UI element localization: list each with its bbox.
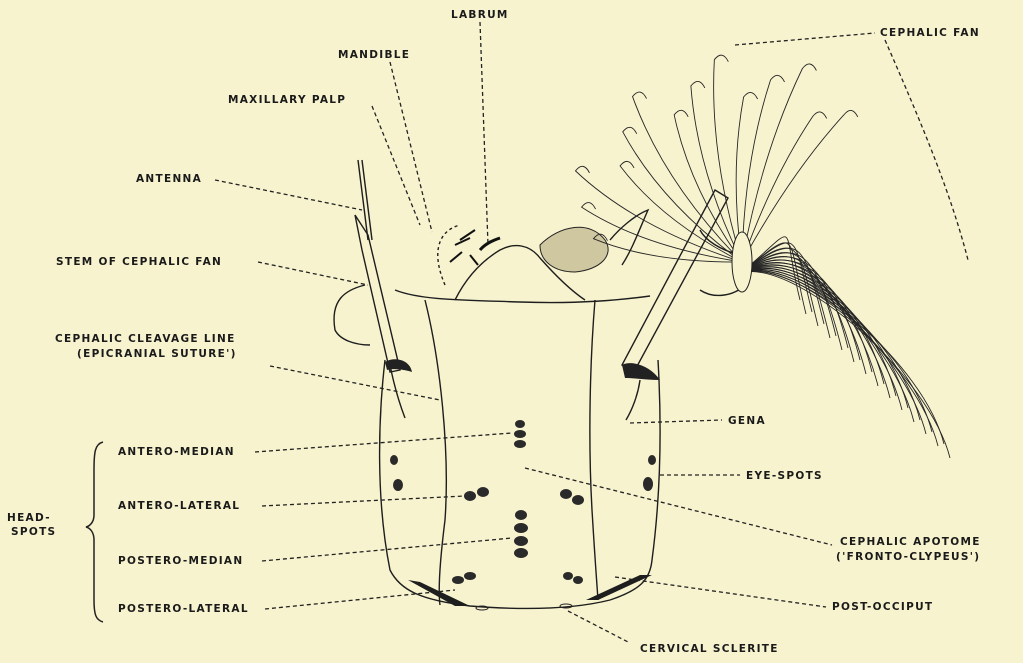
label-postero-median: POSTERO-MEDIAN — [118, 555, 243, 567]
label-head-spots-line2: SPOTS — [11, 526, 56, 538]
label-fronto-clypeus: ('FRONTO-CLYPEUS') — [836, 551, 980, 563]
head-spots-bracket — [86, 442, 103, 622]
head-spots — [390, 420, 656, 584]
label-eye-spots: EYE-SPOTS — [746, 470, 823, 482]
fan-filament — [620, 161, 742, 262]
label-cephalic-cleavage-line: CEPHALIC CLEAVAGE LINE — [55, 333, 236, 345]
post-occiput-marks — [408, 575, 652, 610]
fan-filament — [742, 271, 938, 446]
label-head-spots-line1: HEAD- — [7, 512, 51, 524]
label-cephalic-fan: CEPHALIC FAN — [880, 27, 980, 39]
label-antenna: ANTENNA — [136, 173, 202, 185]
label-epicranial-suture: (EPICRANIAL SUTURE') — [77, 348, 237, 360]
label-maxillary-palp: MAXILLARY PALP — [228, 94, 346, 106]
fan-filament — [742, 268, 908, 408]
label-gena: GENA — [728, 415, 766, 427]
mouthparts — [450, 210, 648, 272]
fan-filament — [742, 75, 785, 262]
label-antero-lateral: ANTERO-LATERAL — [118, 500, 240, 512]
fan-filament — [742, 271, 944, 444]
fan-filament — [742, 260, 860, 360]
fan-base — [732, 232, 752, 292]
fan-filament — [742, 270, 932, 432]
head-capsule — [380, 290, 660, 608]
leader-lines — [215, 22, 968, 643]
label-mandible: MANDIBLE — [338, 49, 410, 61]
fan-filament — [742, 271, 950, 458]
fan-filament — [623, 127, 742, 262]
label-cephalic-apotome: CEPHALIC APOTOME — [840, 536, 981, 548]
label-antero-median: ANTERO-MEDIAN — [118, 446, 235, 458]
label-labrum: LABRUM — [451, 9, 509, 21]
label-cervical-sclerite: CERVICAL SCLERITE — [640, 643, 779, 655]
fan-filament — [633, 92, 742, 262]
cephalic-fan — [575, 55, 950, 458]
left-fan-stem — [334, 160, 412, 418]
label-postero-lateral: POSTERO-LATERAL — [118, 603, 249, 615]
label-post-occiput: POST-OCCIPUT — [832, 601, 933, 613]
right-fan-stem — [622, 190, 745, 420]
label-stem-of-cephalic-fan: STEM OF CEPHALIC FAN — [56, 256, 222, 268]
